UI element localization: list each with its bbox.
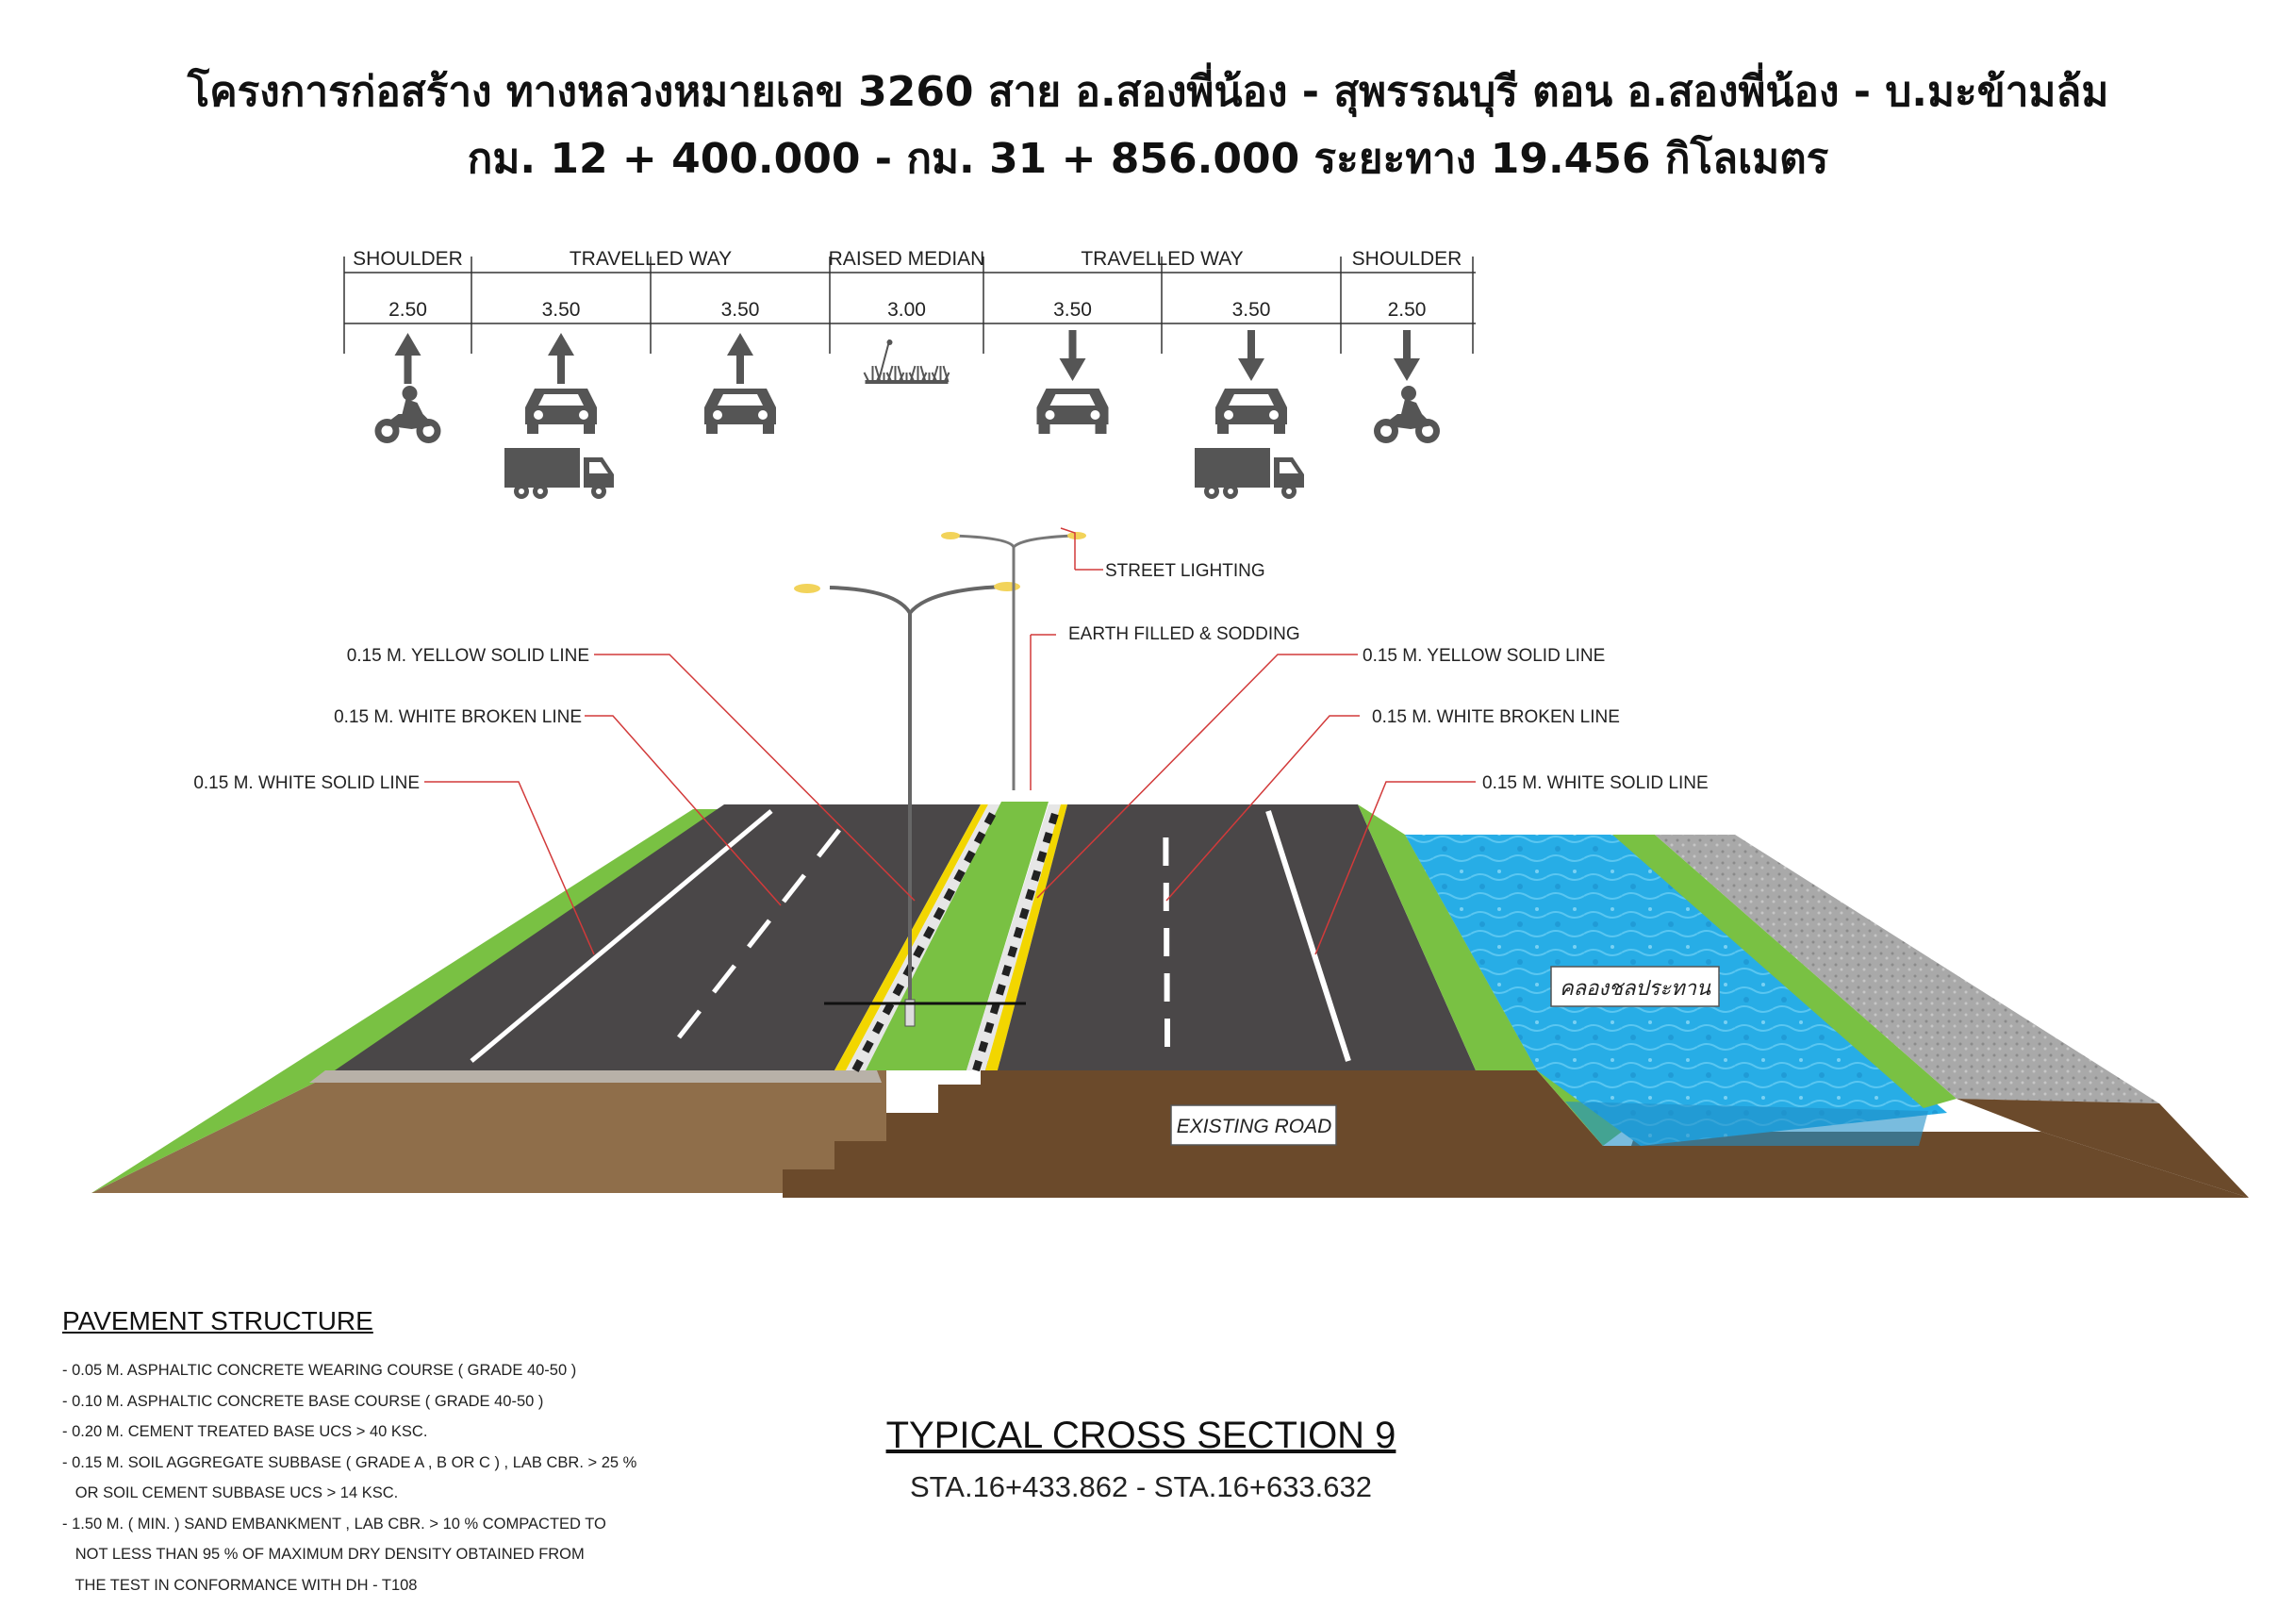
left-dash-segment xyxy=(677,1009,702,1039)
arrow-down-icon xyxy=(1238,330,1264,381)
existing-soil xyxy=(783,1061,2249,1198)
lane-section-label: TRAVELLED WAY xyxy=(570,248,732,270)
pavement-line: OR SOIL CEMENT SUBBASE UCS > 14 KSC. xyxy=(62,1484,399,1501)
street-light-front xyxy=(829,585,1005,1023)
canal-far-grass xyxy=(1612,835,1957,1108)
lane-width-label: 3.00 xyxy=(887,299,926,321)
pavement-line: - 0.10 M. ASPHALTIC CONCRETE BASE COURSE… xyxy=(62,1392,544,1410)
lane-width-label: 3.50 xyxy=(542,299,581,321)
lane-width-label: 3.50 xyxy=(1232,299,1271,321)
section-title: TYPICAL CROSS SECTION 9 xyxy=(885,1415,1396,1456)
motorcycle-icon xyxy=(1374,386,1440,443)
callout-street-lighting: STREET LIGHTING xyxy=(1105,561,1265,581)
right-grass xyxy=(1358,804,1537,1070)
callout-earth-filled: EARTH FILLED & SODDING xyxy=(1068,624,1300,644)
arrow-up-icon xyxy=(548,333,574,384)
lane-width-label: 2.50 xyxy=(1388,299,1427,321)
car-icon xyxy=(704,389,776,434)
right-carriageway xyxy=(998,804,1476,1070)
lane-section-label: SHOULDER xyxy=(353,248,463,270)
car-icon xyxy=(1036,389,1109,434)
left-dash-segment xyxy=(782,873,806,903)
lamp-head-rear-right xyxy=(1067,532,1086,539)
lane-section-label: TRAVELLED WAY xyxy=(1081,248,1243,270)
subbase-strip xyxy=(309,1070,882,1083)
callout-right-white-broken-line: 0.15 M. WHITE BROKEN LINE xyxy=(1372,707,1620,727)
callout-left-white-solid-line: 0.15 M. WHITE SOLID LINE xyxy=(193,773,420,793)
section-caption: TYPICAL CROSS SECTION 9 STA.16+433.862 -… xyxy=(867,1415,1414,1504)
truck-icon xyxy=(504,448,614,499)
lamp-head-front-left xyxy=(794,584,820,593)
callout-right-white-solid-line: 0.15 M. WHITE SOLID LINE xyxy=(1482,773,1709,793)
truck-icon xyxy=(1195,448,1304,499)
callout-right-yellow-line: 0.15 M. YELLOW SOLID LINE xyxy=(1363,646,1605,666)
lane-width-label: 3.50 xyxy=(1053,299,1092,321)
right-white-solid-line xyxy=(1265,810,1351,1062)
pavement-line: - 1.50 M. ( MIN. ) SAND EMBANKMENT , LAB… xyxy=(62,1515,606,1533)
car-icon xyxy=(525,389,597,434)
pavement-line: THE TEST IN CONFORMANCE WITH DH - T108 xyxy=(62,1576,418,1594)
street-light-rear xyxy=(951,534,1076,790)
embankment-soil xyxy=(91,1070,886,1193)
lane-section-label: RAISED MEDIAN xyxy=(829,248,985,270)
road-model: คลองชลประทาน EXISTING ROAD xyxy=(91,532,2249,1198)
grass-icon xyxy=(863,339,950,384)
lane-diagram: SHOULDER TRAVELLED WAY RAISED MEDIAN TRAVEL… xyxy=(343,248,1476,499)
left-dash-segment xyxy=(712,964,736,994)
arrow-up-icon xyxy=(394,333,421,384)
arrow-up-icon xyxy=(727,333,753,384)
pavement-structure-notes: PAVEMENT STRUCTURE - 0.05 M. ASPHALTIC C… xyxy=(62,1306,636,1600)
lamp-head-front-right xyxy=(994,582,1020,591)
pavement-line: - 0.05 M. ASPHALTIC CONCRETE WEARING COU… xyxy=(62,1362,577,1379)
arrow-down-icon xyxy=(1394,330,1420,381)
lane-width-label: 3.50 xyxy=(721,299,760,321)
pavement-structure-title: PAVEMENT STRUCTURE xyxy=(62,1306,373,1335)
left-carriageway xyxy=(335,804,981,1070)
left-dash-segment xyxy=(747,919,771,949)
existing-road-label: EXISTING ROAD xyxy=(1177,1116,1332,1137)
motorcycle-icon xyxy=(374,386,441,443)
pavement-line: NOT LESS THAN 95 % OF MAXIMUM DRY DENSIT… xyxy=(62,1546,585,1563)
lamp-head-rear-left xyxy=(941,532,960,539)
project-title: โครงการก่อสร้าง ทางหลวงหมายเลข 3260 สาย … xyxy=(187,68,2109,116)
pavement-line: - 0.20 M. CEMENT TREATED BASE UCS > 40 K… xyxy=(62,1423,428,1440)
project-chainage: กม. 12 + 400.000 - กม. 31 + 856.000 ระยะ… xyxy=(467,135,1829,183)
pavement-line: - 0.15 M. SOIL AGGREGATE SUBBASE ( GRADE… xyxy=(62,1453,637,1471)
left-dash-segment xyxy=(817,828,841,858)
car-icon xyxy=(1215,389,1287,434)
lane-width-label: 2.50 xyxy=(388,299,427,321)
callout-leaders xyxy=(424,527,1476,955)
embankment-grass-left xyxy=(91,809,724,1193)
arrow-down-icon xyxy=(1059,330,1086,381)
canal-label: คลองชลประทาน xyxy=(1560,976,1711,1000)
existing-gravel-road xyxy=(1655,835,2159,1103)
left-white-solid-line xyxy=(470,809,773,1063)
callout-left-yellow-line: 0.15 M. YELLOW SOLID LINE xyxy=(347,646,589,666)
section-station: STA.16+433.862 - STA.16+633.632 xyxy=(909,1470,1373,1503)
lane-section-label: SHOULDER xyxy=(1352,248,1462,270)
callout-left-white-broken-line: 0.15 M. WHITE BROKEN LINE xyxy=(334,707,582,727)
